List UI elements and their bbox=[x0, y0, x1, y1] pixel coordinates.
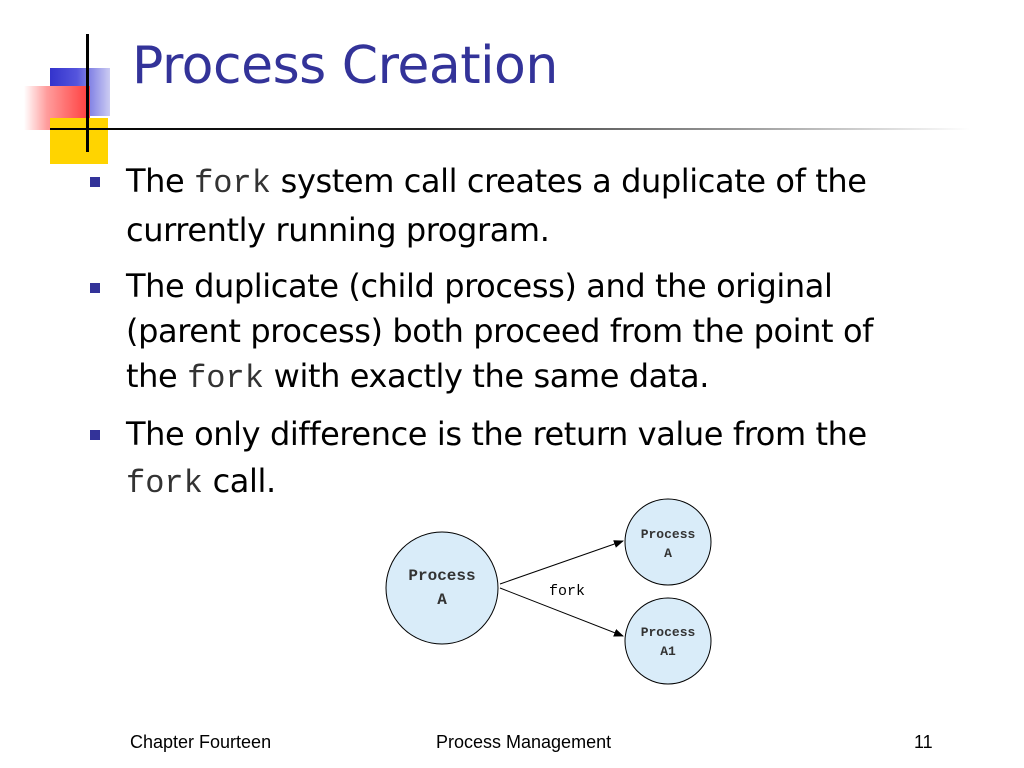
decor-vertical-rule bbox=[86, 34, 89, 152]
node-parent-label-1: Process bbox=[408, 567, 475, 585]
bullet-list: The fork system call creates a duplicate… bbox=[90, 158, 920, 517]
node-child-process-a1: Process A1 bbox=[624, 597, 712, 685]
slide-title: Process Creation bbox=[132, 36, 558, 96]
edge-label-fork: fork bbox=[549, 583, 585, 600]
node-parent-process: Process A bbox=[385, 531, 499, 645]
code-fork: fork bbox=[194, 165, 271, 202]
bullet-item: The fork system call creates a duplicate… bbox=[90, 158, 920, 254]
bullet-item: The duplicate (child process) and the or… bbox=[90, 264, 920, 401]
node-parent-label-2: A bbox=[437, 591, 447, 609]
bullet-square-icon bbox=[90, 283, 100, 293]
footer-page-number: 11 bbox=[914, 732, 933, 752]
node-a-label-1: Process bbox=[641, 527, 696, 542]
node-a1-label-2: A1 bbox=[660, 644, 676, 659]
bullet-square-icon bbox=[90, 177, 100, 187]
arrow-to-process-a1 bbox=[499, 587, 624, 637]
node-a1-label-1: Process bbox=[641, 625, 696, 640]
fork-diagram-svg: Process A Process A Process A1 fork bbox=[385, 498, 712, 685]
bullet-item: The only difference is the return value … bbox=[90, 411, 920, 507]
bullet-text: The duplicate (child process) and the or… bbox=[126, 267, 874, 397]
node-a-label-2: A bbox=[664, 546, 672, 561]
arrow-to-process-a bbox=[499, 540, 624, 585]
footer-chapter: Chapter Fourteen bbox=[130, 732, 272, 752]
fork-diagram: Process A Process A Process A1 fork bbox=[380, 494, 720, 694]
decor-yellow-block bbox=[50, 118, 108, 164]
title-underline bbox=[50, 128, 970, 130]
bullet-text: The only difference is the return value … bbox=[126, 415, 867, 502]
code-fork: fork bbox=[187, 360, 264, 397]
node-child-process-a: Process A bbox=[624, 498, 712, 586]
bullet-square-icon bbox=[90, 430, 100, 440]
code-fork: fork bbox=[126, 465, 203, 502]
bullet-text: The fork system call creates a duplicate… bbox=[126, 162, 867, 249]
footer-topic: Process Management bbox=[436, 732, 612, 752]
